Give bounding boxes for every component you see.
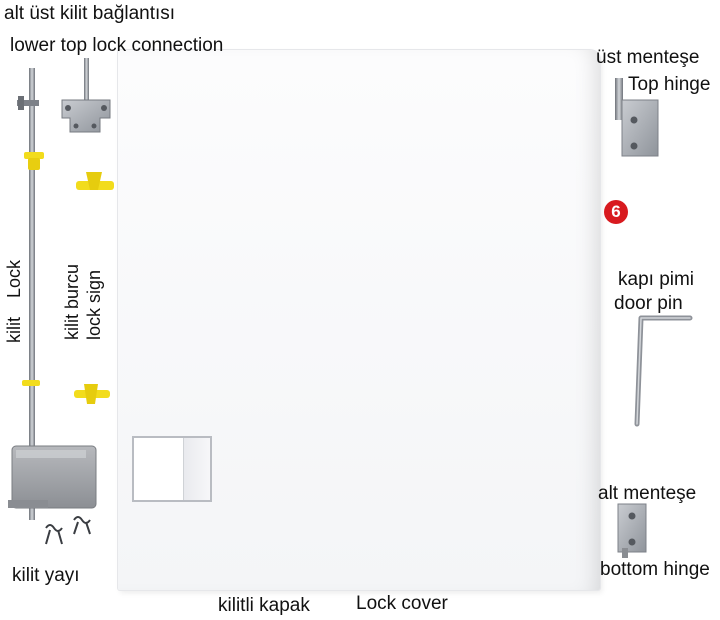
- label-door-pin-tr: kapı pimi: [618, 270, 694, 289]
- label-door-pin-en: door pin: [614, 294, 683, 313]
- label-top-hinge-tr: üst menteşe: [596, 48, 700, 67]
- number-badge: 6: [604, 200, 628, 224]
- lock-sign-yellow-rod-top: [24, 152, 44, 170]
- label-connection-tr: alt üst kilit bağlantısı: [4, 4, 175, 23]
- lock-block: [8, 446, 96, 508]
- label-lock-en: Lock: [4, 260, 25, 298]
- label-connection-en: lower top lock connection: [10, 36, 223, 55]
- door-pin: [637, 318, 690, 424]
- label-bottom-hinge-en: bottom hinge: [600, 560, 710, 579]
- label-lock-tr: kilit: [4, 317, 25, 343]
- label-lock-sign-tr: kilit burcu: [62, 264, 83, 340]
- label-cover-tr: kilitli kapak: [218, 596, 310, 615]
- label-bottom-hinge-tr: alt menteşe: [598, 484, 696, 503]
- lock-sign-yellow-rod-bottom: [22, 380, 40, 386]
- lock-sign-yellow-2: [74, 384, 110, 404]
- label-lock-spring-tr: kilit yayı: [12, 566, 80, 585]
- label-top-hinge-en: Top hinge: [628, 75, 710, 94]
- label-cover-en: Lock cover: [356, 594, 448, 613]
- bottom-hinge: [618, 504, 646, 558]
- lock-sign-yellow-1: [76, 172, 114, 190]
- lock-springs: [46, 517, 90, 544]
- lock-connection-bracket: [62, 58, 110, 132]
- label-lock-sign-en: lock sign: [84, 270, 105, 340]
